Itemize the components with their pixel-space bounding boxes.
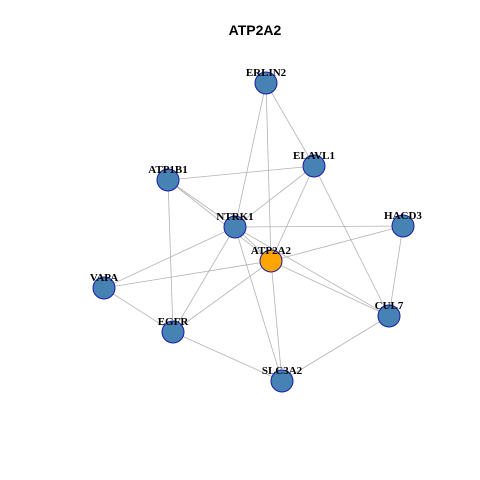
graph-title: ATP2A2 [229,22,282,38]
edge-hacd3-atp2a2 [270,225,404,262]
node-cul7 [377,304,401,328]
node-label-vapa: VAPA [90,272,118,284]
edge-ntrk1-cul7 [234,226,390,317]
node-atp1b1 [156,168,180,192]
edge-atp1b1-atp2a2 [167,179,272,262]
node-atp2a2 [259,249,283,273]
edge-vapa-atp2a2 [103,260,272,289]
edge-atp2a2-cul7 [270,260,390,317]
edge-ntrk1-vapa [103,226,236,289]
node-label-atp2a2: ATP2A2 [251,245,292,257]
edge-atp2a2-slc3a2 [270,260,283,382]
edge-layer [103,82,404,382]
node-label-elavl1: ELAVL1 [293,150,335,162]
node-ntrk1 [223,215,247,239]
node-label-atp1b1: ATP1B1 [148,164,188,176]
edge-vapa-egfr [103,287,174,333]
edge-egfr-slc3a2 [172,331,283,382]
edge-ntrk1-slc3a2 [234,226,283,382]
node-label-egfr: EGFR [158,316,190,328]
node-label-cul7: CUL7 [375,300,404,312]
node-hacd3 [391,214,415,238]
edge-atp2a2-egfr [172,260,272,333]
node-label-erlin2: ERLIN2 [246,67,287,79]
node-label-hacd3: HACD3 [384,210,422,222]
edge-elavl1-cul7 [313,165,390,317]
edge-hacd3-cul7 [388,225,404,317]
edge-cul7-slc3a2 [281,315,390,382]
edge-elavl1-atp1b1 [167,165,315,181]
edge-erlin2-elavl1 [265,82,315,167]
edge-atp1b1-ntrk1 [167,179,236,228]
edge-ntrk1-egfr [172,226,236,333]
node-vapa [92,276,116,300]
node-erlin2 [254,71,278,95]
edge-elavl1-atp2a2 [270,165,315,262]
edge-atp1b1-egfr [167,179,174,333]
node-egfr [161,320,185,344]
edge-erlin2-atp2a2 [265,82,272,262]
edge-elavl1-ntrk1 [234,165,315,228]
node-elavl1 [302,154,326,178]
node-slc3a2 [270,369,294,393]
node-label-ntrk1: NTRK1 [216,211,253,223]
edge-ntrk1-hacd3 [234,225,404,228]
edge-erlin2-ntrk1 [234,82,267,228]
node-label-slc3a2: SLC3A2 [262,365,303,377]
